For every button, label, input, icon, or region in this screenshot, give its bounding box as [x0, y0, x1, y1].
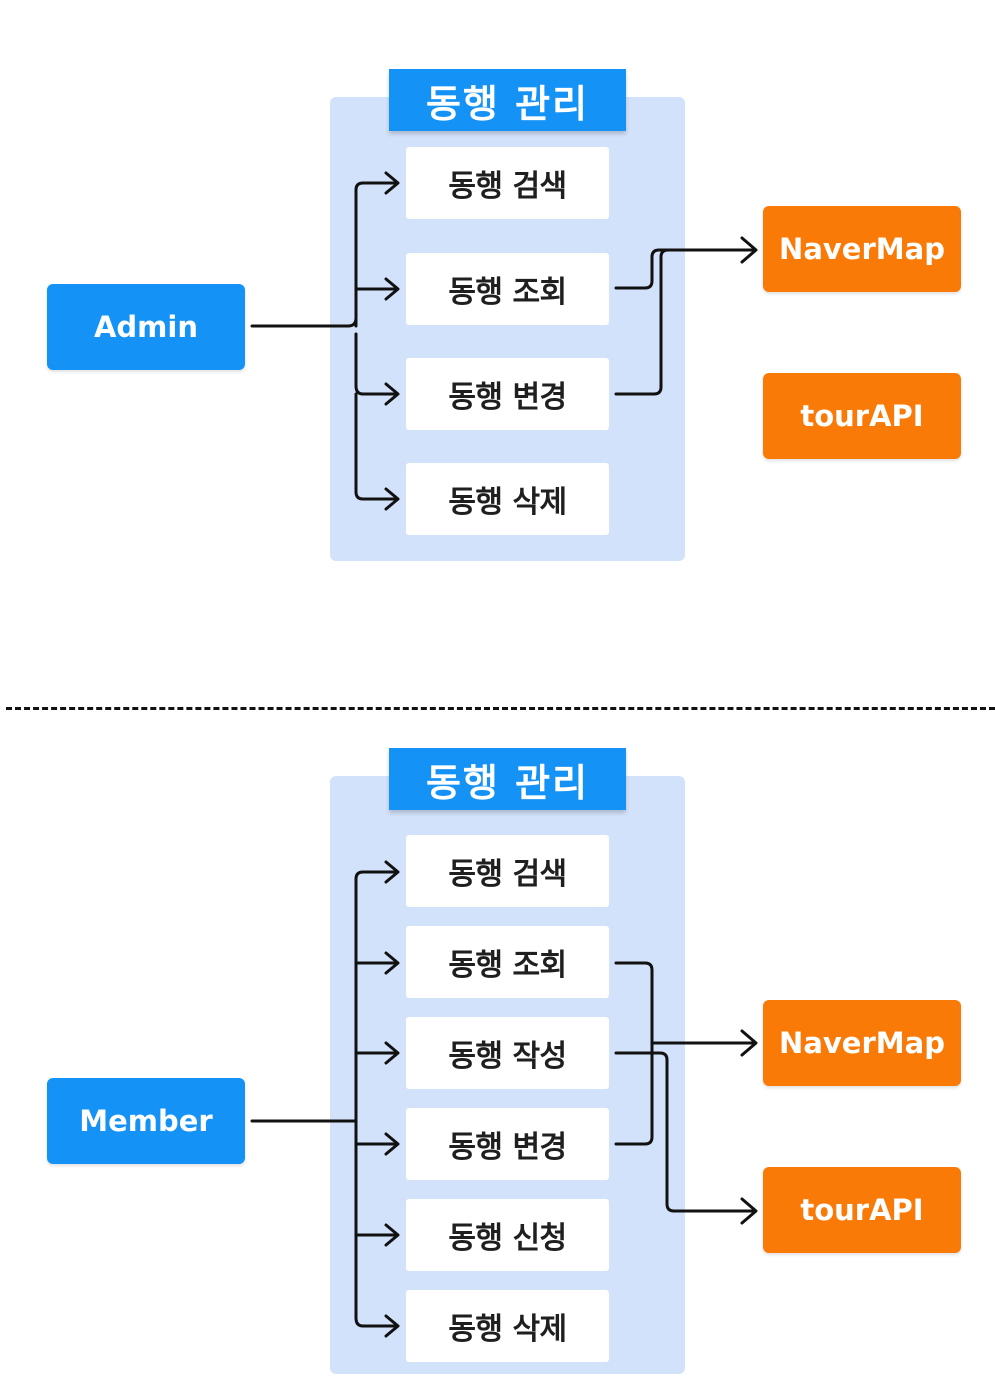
admin-external-tourapi: tourAPI [763, 373, 961, 459]
member-arrowhead-create [384, 1041, 400, 1065]
admin-arrowhead-navermap [740, 236, 758, 264]
admin-edit-to-navermap [614, 248, 670, 396]
admin-item-edit: 동행 변경 [406, 358, 609, 430]
member-actor: Member [47, 1078, 245, 1164]
member-arrowhead-navermap [740, 1029, 758, 1057]
admin-group-title: 동행 관리 [389, 69, 626, 131]
member-view-to-navermap [614, 961, 756, 1045]
admin-item-search: 동행 검색 [406, 147, 609, 219]
member-item-search: 동행 검색 [406, 835, 609, 907]
member-item-edit: 동행 변경 [406, 1108, 609, 1180]
member-item-create: 동행 작성 [406, 1017, 609, 1089]
member-arrowhead-tourapi [740, 1197, 758, 1225]
admin-item-view: 동행 조회 [406, 253, 609, 325]
admin-arrowhead-delete [384, 487, 400, 511]
member-external-tourapi: tourAPI [763, 1167, 961, 1253]
admin-branch-edit [354, 332, 398, 396]
member-vertical-bus [354, 870, 398, 1320]
member-external-navermap: NaverMap [763, 1000, 961, 1086]
admin-arrowhead-search [384, 171, 400, 195]
admin-item-delete: 동행 삭제 [406, 463, 609, 535]
member-arrowhead-edit [384, 1132, 400, 1156]
admin-branch-delete [354, 392, 398, 501]
member-arrowhead-view [384, 951, 400, 975]
member-group-title: 동행 관리 [389, 748, 626, 810]
member-branch-delete [354, 1316, 398, 1328]
member-arrowhead-apply [384, 1223, 400, 1247]
admin-arrowhead-view [384, 277, 400, 301]
member-create-to-tourapi [614, 1051, 756, 1213]
member-edit-to-navermap [614, 1041, 654, 1146]
admin-arrowhead-edit [384, 382, 400, 406]
admin-trunk-line [250, 181, 398, 328]
member-item-view: 동행 조회 [406, 926, 609, 998]
admin-actor: Admin [47, 284, 245, 370]
member-arrowhead-delete [384, 1314, 400, 1338]
admin-external-navermap: NaverMap [763, 206, 961, 292]
section-divider [6, 707, 995, 710]
member-item-apply: 동행 신청 [406, 1199, 609, 1271]
member-item-delete: 동행 삭제 [406, 1290, 609, 1362]
admin-view-to-navermap [614, 248, 756, 290]
member-arrowhead-search [384, 860, 400, 884]
